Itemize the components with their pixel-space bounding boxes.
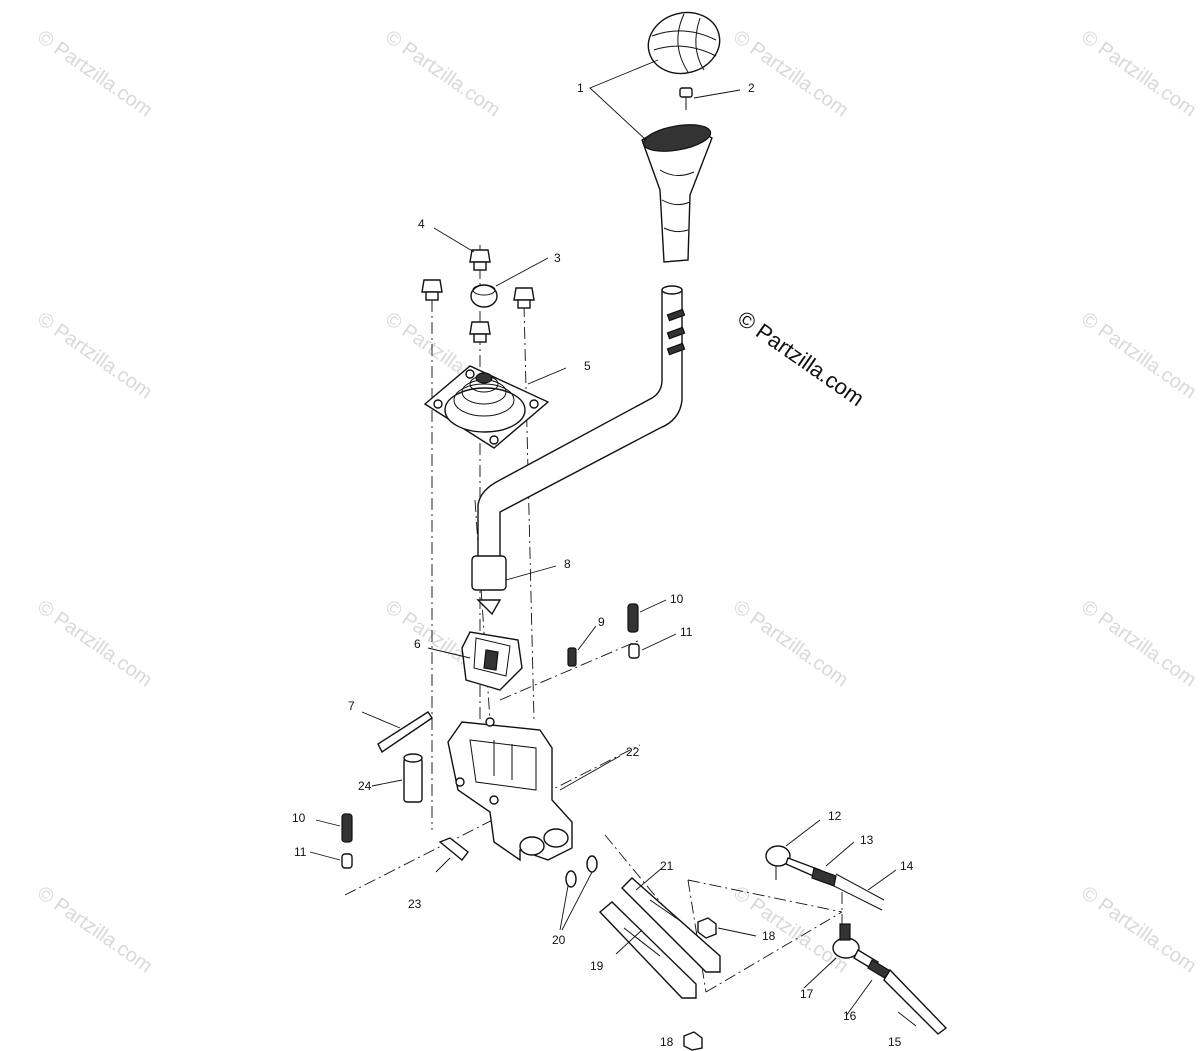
callout-16: 16 [843, 1009, 857, 1023]
watermark-layer: © Partzilla.com © Partzilla.com © Partzi… [33, 26, 1200, 977]
watermark: © Partzilla.com [33, 308, 156, 403]
bolt-center [469, 321, 491, 343]
callout-11a: 11 [680, 625, 693, 639]
watermark: © Partzilla.com [729, 882, 852, 977]
bushing [470, 284, 498, 308]
watermark: © Partzilla.com [1077, 26, 1200, 121]
callout-7: 7 [348, 699, 355, 713]
cable-end-lower [832, 923, 948, 1035]
callout-12: 12 [828, 809, 842, 823]
shift-knob-cap [647, 11, 721, 75]
callout-1: 1 [577, 81, 584, 95]
callout-13: 13 [860, 833, 874, 847]
washers [565, 855, 598, 888]
bolts [421, 249, 535, 343]
callout-17: 17 [800, 987, 814, 1001]
callout-14: 14 [900, 859, 914, 873]
callouts: 1 2 3 4 5 6 7 8 9 10 10 11 11 12 13 14 1… [292, 81, 914, 1049]
shift-arm-upper [621, 877, 721, 973]
watermark: © Partzilla.com [33, 882, 156, 977]
callout-8: 8 [564, 557, 571, 571]
callout-5: 5 [584, 359, 591, 373]
callout-3: 3 [554, 251, 561, 265]
callout-18b: 18 [660, 1035, 674, 1049]
callout-2: 2 [748, 81, 755, 95]
shift-boot-plate [423, 365, 550, 449]
callout-10a: 10 [670, 592, 684, 606]
callout-11b: 11 [294, 845, 307, 859]
leader-lines [309, 59, 917, 1027]
callout-19: 19 [590, 959, 604, 973]
set-screw [567, 647, 577, 667]
callout-15: 15 [888, 1035, 902, 1049]
callout-6: 6 [414, 637, 421, 651]
detent-spring-left [341, 813, 353, 843]
callout-9: 9 [598, 615, 605, 629]
callout-21: 21 [660, 859, 674, 873]
callout-24: 24 [358, 779, 372, 793]
shifter-housing [447, 717, 573, 862]
detent-ball-left [341, 853, 353, 869]
callout-4: 4 [418, 217, 425, 231]
watermark: © Partzilla.com [1077, 882, 1200, 977]
watermark: © Partzilla.com [1077, 308, 1200, 403]
bolt-top [469, 249, 491, 271]
watermark-main: © Partzilla.com [733, 306, 869, 412]
callout-18a: 18 [762, 929, 776, 943]
pivot-pin [377, 711, 433, 754]
cable-end-upper [765, 845, 885, 911]
shift-lever [471, 285, 686, 616]
housing-bolt [438, 837, 469, 862]
dowel-pin [403, 753, 423, 803]
callout-20: 20 [552, 933, 566, 947]
callout-10b: 10 [292, 811, 306, 825]
watermark: © Partzilla.com [33, 596, 156, 691]
nut-lower [683, 1031, 703, 1051]
shift-arm-lower [598, 901, 697, 999]
callout-23: 23 [408, 897, 422, 911]
watermark: © Partzilla.com [729, 26, 852, 121]
bolt-left [421, 279, 443, 301]
watermark: © Partzilla.com [729, 596, 852, 691]
shift-knob-body [641, 124, 713, 263]
pivot-block [461, 631, 523, 691]
detent-ball-right [628, 643, 640, 659]
watermark: © Partzilla.com [33, 26, 156, 121]
detent-spring-right [627, 603, 639, 633]
knob-screw [679, 87, 693, 110]
bolt-right [513, 287, 535, 309]
watermark: © Partzilla.com [381, 26, 504, 121]
callout-22: 22 [626, 745, 640, 759]
watermark: © Partzilla.com [1077, 596, 1200, 691]
nut-upper [697, 917, 717, 939]
